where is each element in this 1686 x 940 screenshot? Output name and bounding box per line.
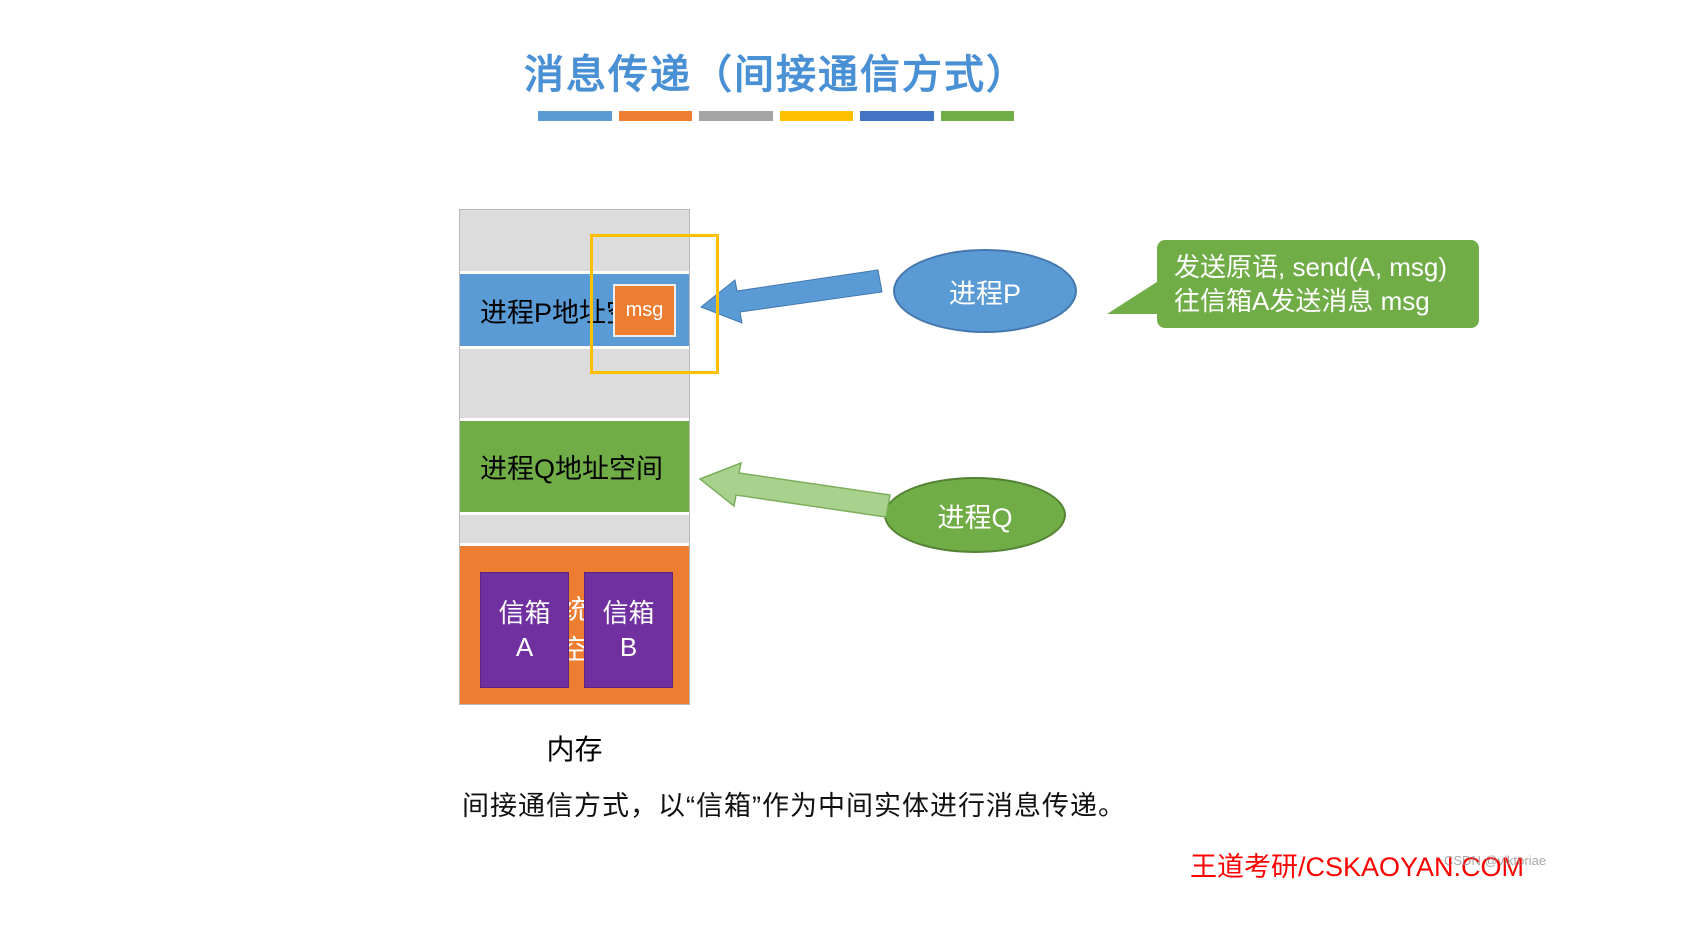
callout-line-1: 发送原语, send(A, msg) [1174, 252, 1448, 282]
divider-bar [860, 111, 934, 121]
msg-box: msg [613, 284, 676, 337]
page-title: 消息传递（间接通信方式） [524, 53, 1028, 97]
callout-line-2: 往信箱A发送消息 msg [1174, 286, 1430, 316]
mailbox-a-label: 信箱 [498, 598, 551, 628]
divider-bar [538, 111, 612, 121]
process-p-arrow-icon [700, 269, 883, 324]
bottom-caption: 间接通信方式，以“信箱”作为中间实体进行消息传递。 [462, 791, 1126, 821]
divider-bar [779, 111, 853, 121]
process-q-ellipse: 进程Q [884, 477, 1066, 553]
process-q-label: 进程Q [937, 502, 1013, 533]
csdn-watermark: CSDN @viktoriae [1444, 853, 1547, 868]
process-p-ellipse: 进程P [893, 249, 1077, 333]
msg-highlight-rect [590, 234, 719, 374]
send-primitive-callout: 发送原语, send(A, msg) 往信箱A发送消息 msg [1157, 240, 1479, 328]
process-q-address-space-block: 进程Q地址空间 [460, 418, 689, 515]
mailbox-b-box: 信箱 B [584, 572, 673, 688]
divider-bar [940, 111, 1014, 121]
brand-text: 王道考研/CSKAOYAN.COM [1190, 852, 1525, 882]
mailbox-a-name: A [515, 632, 534, 662]
callout-pointer-icon [1107, 280, 1160, 314]
process-q-address-space-label: 进程Q地址空间 [480, 454, 664, 484]
mailbox-b-name: B [619, 632, 638, 662]
process-q-arrow-icon [698, 461, 891, 518]
title-divider [538, 111, 1014, 121]
mailbox-b-label: 信箱 [602, 598, 655, 628]
mailbox-a-box: 信箱 A [480, 572, 569, 688]
memory-label: 内存 [546, 734, 603, 765]
divider-bar [618, 111, 692, 121]
divider-bar [699, 111, 773, 121]
process-p-label: 进程P [948, 278, 1021, 309]
system-address-space-block: 系统地址空间 信箱 A 信箱 B [460, 543, 689, 704]
